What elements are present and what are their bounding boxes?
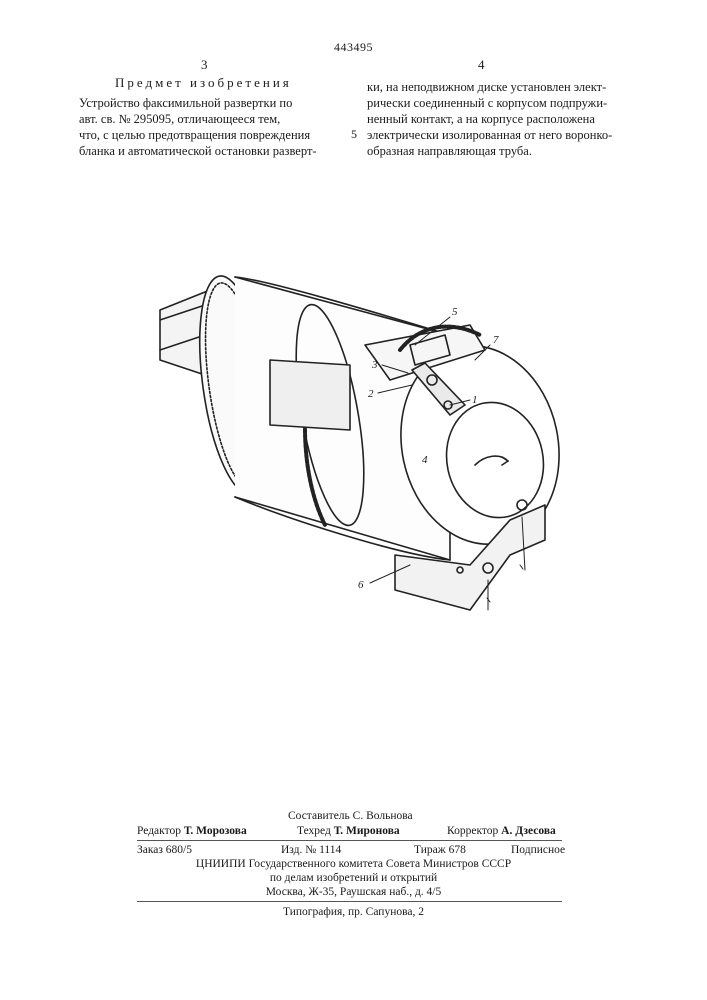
claim-right-line: электрически изолированная от него ворон…	[367, 127, 627, 143]
institute-line-2: по делам изобретений и открытий	[0, 871, 707, 886]
compiler-line: Составитель С. Вольнова	[288, 809, 413, 824]
circulation: Тираж 678	[414, 843, 466, 858]
part-label-4: 4	[422, 454, 428, 466]
claim-right-line: ненный контакт, а на корпусе расположена	[367, 111, 627, 127]
part-label-1: 1	[472, 394, 478, 406]
editor-line: Редактор Т. Морозова	[137, 824, 247, 839]
claim-right-line: образная направляющая труба.	[367, 143, 627, 159]
claim-left-line: авт. св. № 295095, отличающееся тем,	[79, 111, 341, 127]
claim-left-column: Устройство факсимильной развертки по авт…	[79, 95, 341, 159]
address-line: Москва, Ж-35, Раушская наб., д. 4/5	[0, 885, 707, 900]
part-label-3: 3	[371, 359, 378, 371]
patent-number: 443495	[0, 40, 707, 55]
claim-right-line: рически соединенный с корпусом подпружи-	[367, 95, 627, 111]
part-label-6: 6	[358, 579, 364, 591]
claim-left-line: бланка и автоматической остановки развер…	[79, 143, 341, 159]
edition-number: Изд. № 1114	[281, 843, 341, 858]
part-label-2: 2	[368, 388, 374, 400]
subscription: Подписное	[511, 843, 565, 858]
editor-label: Редактор	[137, 825, 181, 837]
printing-house: Типография, пр. Сапунова, 2	[0, 905, 707, 920]
part-label-5: 5	[452, 306, 458, 318]
footer-divider	[137, 840, 562, 841]
part-label-7: 7	[493, 334, 499, 346]
claim-right-line: ки, на неподвижном диске установлен элек…	[367, 79, 627, 95]
techred-line: Техред Т. Миронова	[297, 824, 400, 839]
techred-label: Техред	[297, 825, 331, 837]
editor-name: Т. Морозова	[184, 825, 247, 837]
order-number: Заказ 680/5	[137, 843, 192, 858]
corrector-label: Корректор	[447, 825, 498, 837]
claim-left-line: Устройство факсимильной развертки по	[79, 95, 341, 111]
section-title: Предмет изобретения	[115, 75, 292, 91]
footer-divider-bottom	[137, 901, 562, 902]
device-drawing: 5 7 3 2 1 4 6	[150, 265, 570, 625]
column-number-right: 4	[478, 57, 485, 73]
institute-line-1: ЦНИИПИ Государственного комитета Совета …	[0, 857, 707, 872]
line-number-marker: 5	[351, 127, 357, 142]
corrector-name: А. Дзесова	[501, 825, 556, 837]
claim-left-line: что, с целью предотвращения повреждения	[79, 127, 341, 143]
column-number-left: 3	[201, 57, 208, 73]
techred-name: Т. Миронова	[334, 825, 400, 837]
corrector-line: Корректор А. Дзесова	[447, 824, 556, 839]
claim-right-column: ки, на неподвижном диске установлен элек…	[367, 79, 627, 159]
